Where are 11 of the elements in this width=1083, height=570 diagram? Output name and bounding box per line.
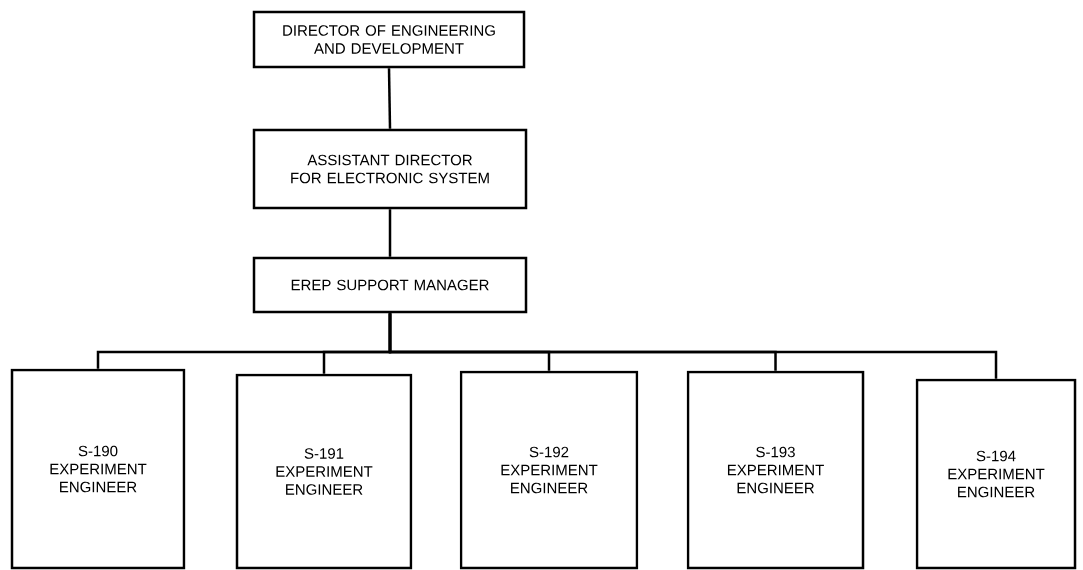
- org-box: S-191 EXPERIMENT ENGINEER: [235, 373, 413, 570]
- org-box: ASSISTANT DIRECTOR FOR ELECTRONIC SYSTEM: [252, 128, 528, 210]
- connector-line: [388, 313, 998, 379]
- org-box: S-193 EXPERIMENT ENGINEER: [686, 370, 865, 570]
- org-box: S-194 EXPERIMENT ENGINEER: [915, 378, 1077, 570]
- connector-line: [387, 68, 392, 129]
- org-box: EREP SUPPORT MANAGER: [252, 256, 528, 314]
- org-box: S-190 EXPERIMENT ENGINEER: [10, 368, 186, 570]
- connector-line: [388, 209, 392, 257]
- org-box: DIRECTOR OF ENGINEERING AND DEVELOPMENT: [252, 10, 526, 69]
- org-box: S-192 EXPERIMENT ENGINEER: [459, 370, 639, 570]
